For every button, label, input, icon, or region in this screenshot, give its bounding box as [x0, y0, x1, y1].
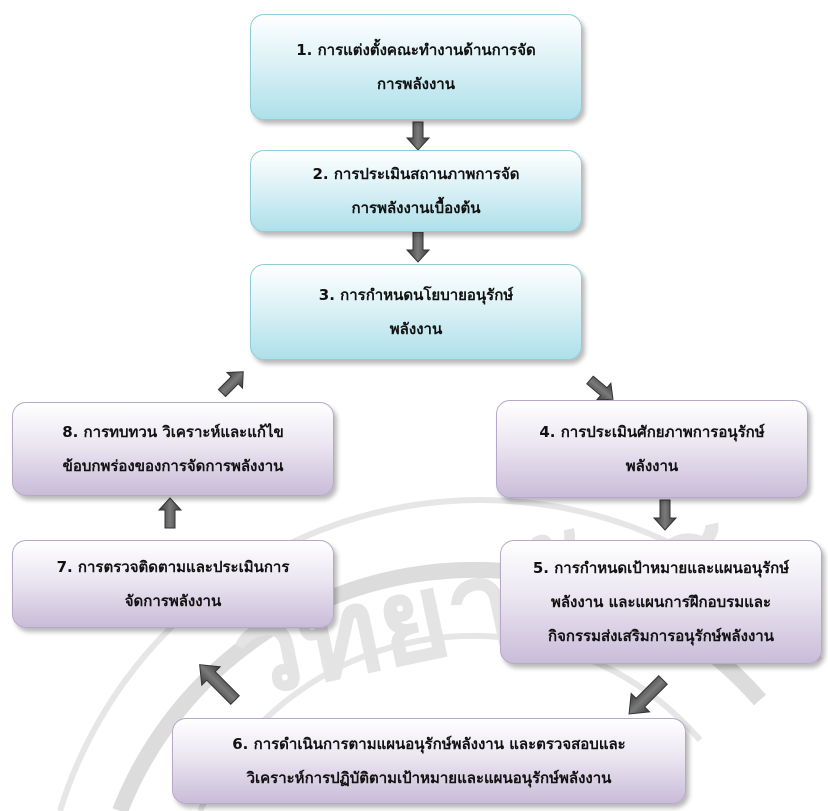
arrow-4-to-5 — [652, 499, 678, 531]
step-2-box: 2. การประเมินสถานภาพการจัด การพลังงานเบื… — [250, 150, 582, 232]
step-6-box: 6. การดำเนินการตามแผนอนุรักษ์พลังงาน และ… — [172, 718, 686, 804]
step-8-box: 8. การทบทวน วิเคราะห์และแก้ไข ข้อบกพร่อง… — [12, 402, 334, 496]
step-1-text: 1. การแต่งตั้งคณะทำงานด้านการจัด การพลัง… — [296, 41, 536, 93]
step-6-text: 6. การดำเนินการตามแผนอนุรักษ์พลังงาน และ… — [232, 735, 626, 787]
arrow-6-to-7 — [199, 664, 240, 705]
step-2-text: 2. การประเมินสถานภาพการจัด การพลังงานเบื… — [312, 165, 520, 217]
step-3-text: 3. การกำหนดนโยบายอนุรักษ์ พลังงาน — [318, 286, 514, 338]
arrow-5-to-6 — [628, 675, 668, 715]
step-5-box: 5. การกำหนดเป้าหมายและแผนอนุรักษ์ พลังงา… — [500, 540, 822, 664]
step-1-box: 1. การแต่งตั้งคณะทำงานด้านการจัด การพลัง… — [250, 14, 582, 120]
step-4-text: 4. การประเมินศักยภาพการอนุรักษ์ พลังงาน — [539, 423, 765, 475]
step-7-box: 7. การตรวจติดตามและประเมินการ จัดการพลัง… — [12, 540, 334, 628]
arrow-1-to-2 — [405, 121, 431, 151]
arrow-8-to-3 — [217, 371, 244, 398]
step-4-box: 4. การประเมินศักยภาพการอนุรักษ์ พลังงาน — [496, 400, 808, 498]
step-7-text: 7. การตรวจติดตามและประเมินการ จัดการพลัง… — [56, 558, 290, 610]
step-3-box: 3. การกำหนดนโยบายอนุรักษ์ พลังงาน — [250, 264, 582, 360]
arrow-7-to-8 — [157, 497, 183, 529]
arrow-2-to-3 — [405, 231, 431, 263]
arrow-3-to-4 — [586, 375, 614, 401]
step-8-text: 8. การทบทวน วิเคราะห์และแก้ไข ข้อบกพร่อง… — [62, 423, 284, 475]
step-5-text: 5. การกำหนดเป้าหมายและแผนอนุรักษ์ พลังงา… — [532, 559, 790, 645]
